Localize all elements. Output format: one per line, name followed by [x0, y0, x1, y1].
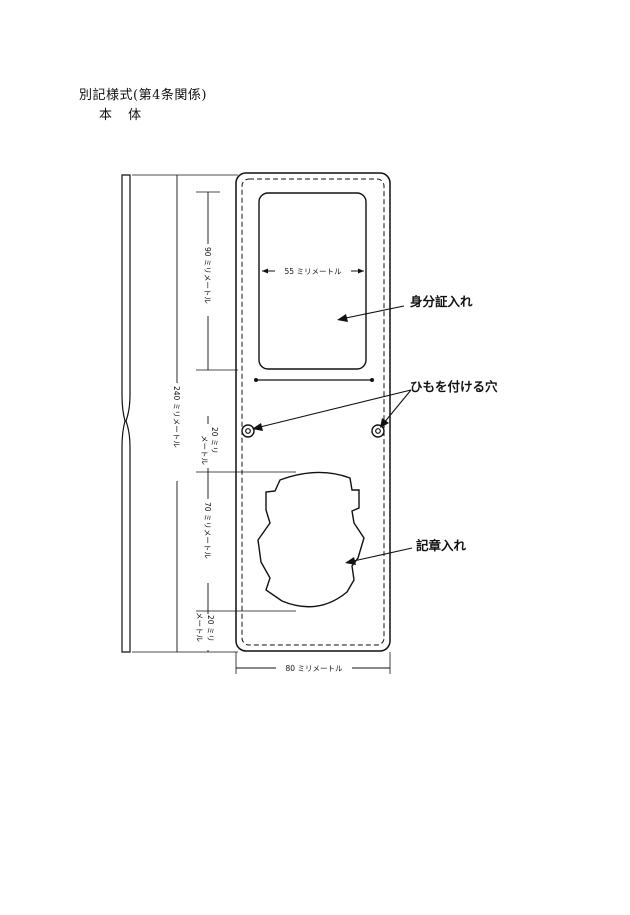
badge-callout-arrow [345, 547, 413, 565]
badge-holder-outline [257, 471, 365, 608]
id-card-callout-label: 身分証入れ [410, 294, 473, 309]
gap-bottom-label: 20 ミリ [206, 615, 215, 642]
total-height-label: 240 ミリメートル [172, 386, 181, 448]
case-outline [235, 172, 391, 652]
strap-hole-right [371, 424, 385, 438]
strap-right-callout-arrow [380, 389, 412, 428]
id-card-callout-arrow [337, 305, 405, 322]
gap-bottom-label-2: メートル [195, 612, 204, 642]
gap-top-label: 20 ミリ [210, 427, 219, 454]
strap-holes-callout-label: ひもを付ける穴 [410, 379, 498, 394]
badge-height-label: 70 ミリメートル [203, 502, 212, 559]
badge-callout-label: 記章入れ [416, 538, 467, 553]
strap-left-callout-arrow [252, 389, 412, 431]
window-width-label: 55 ミリメートル [285, 267, 342, 276]
form-subtitle: 本 体 [99, 108, 148, 123]
id-card-window [258, 192, 367, 370]
form-title: 別記様式(第4条関係) [79, 88, 207, 103]
gap-top-label-2: メートル [200, 435, 209, 465]
stitch-line [241, 178, 385, 646]
window-height-label: 90 ミリメートル [203, 247, 212, 304]
side-profile [121, 174, 131, 653]
strap-hole-left [241, 424, 255, 438]
total-width-label: 80 ミリメートル [286, 664, 343, 673]
